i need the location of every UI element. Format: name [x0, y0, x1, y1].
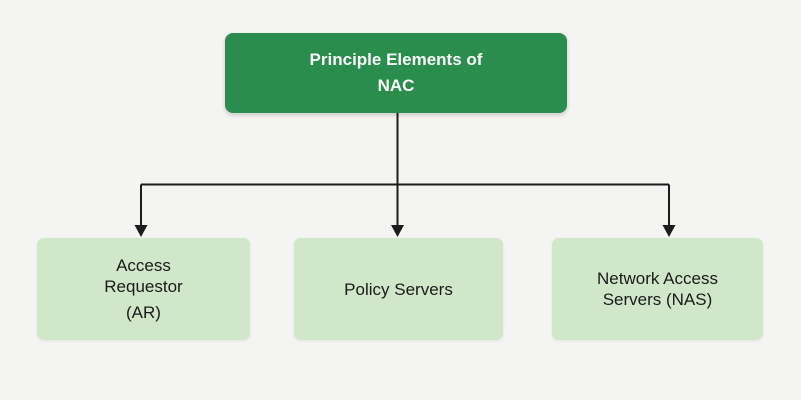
child-node-network-access-servers: Network Access Servers (NAS) [552, 238, 763, 340]
root-node-title-line1: Principle Elements of [309, 50, 483, 69]
access-requestor-abbr: (AR) [126, 303, 161, 322]
arrowhead-network-access-servers [662, 225, 676, 237]
child-node-access-requestor: Access Requestor (AR) [37, 238, 250, 340]
arrowhead-access-requestor [134, 225, 148, 237]
root-node-title-line2: NAC [377, 76, 415, 95]
arrowhead-policy-servers [391, 225, 404, 237]
root-node-principle-elements: Principle Elements of NAC [225, 33, 567, 113]
policy-servers-label: Policy Servers [344, 279, 453, 299]
child-node-policy-servers: Policy Servers [294, 238, 503, 340]
network-access-servers-line1: Network Access [597, 269, 718, 288]
access-requestor-line1: Access [116, 256, 171, 275]
network-access-servers-line2: Servers (NAS) [602, 290, 713, 309]
access-requestor-line2: Requestor [104, 277, 183, 296]
